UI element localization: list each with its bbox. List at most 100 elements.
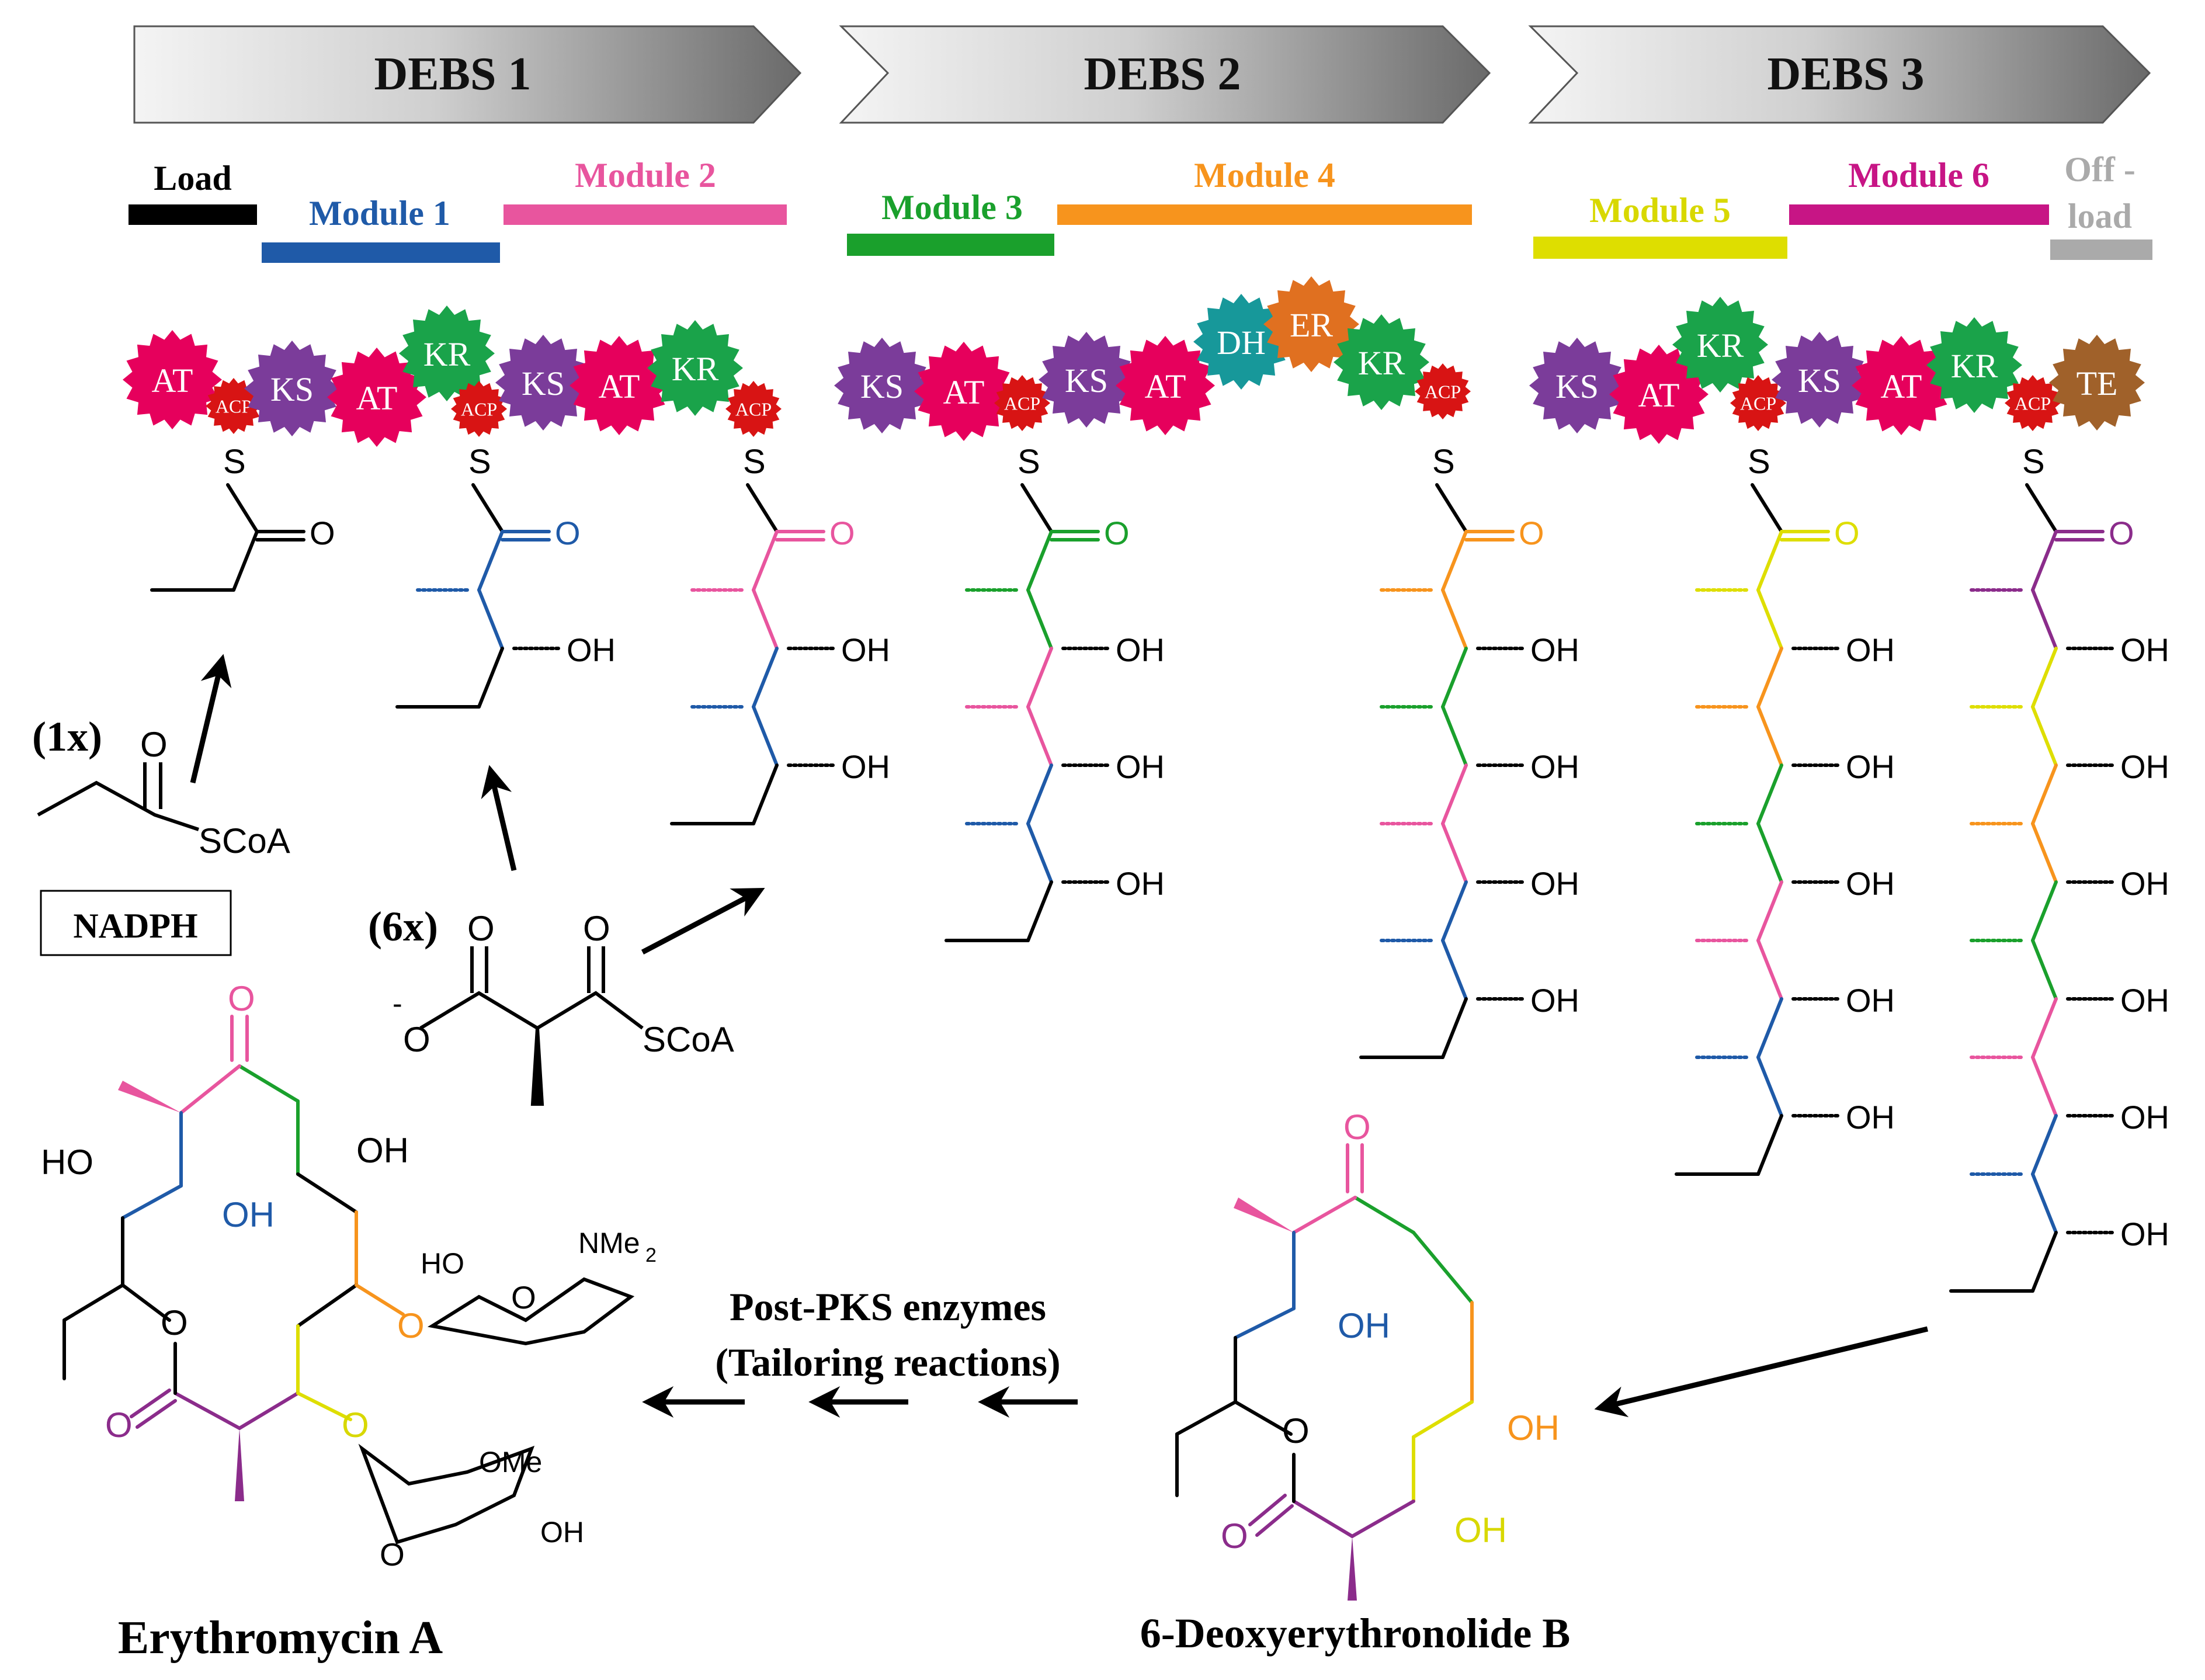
arrow-mod2 [641,887,765,954]
domain-star [123,330,222,429]
domain-star [451,381,507,437]
module-4-label: Module 4 [1194,156,1335,195]
offload-bar [2050,239,2152,260]
domain-label: KS [1555,367,1599,405]
ery-ho: HO [41,1143,93,1182]
module-3: Module 3 [847,188,1054,256]
ery-o-top: O [228,979,255,1018]
domain-acp-12: ACP [994,375,1050,431]
module-5-bar [1533,237,1787,259]
mm-minus: - [393,987,402,1020]
domain-label: ACP [1425,381,1461,402]
polyketide-chains: SOSOOHSOOHOHSOOHOHOHSOOHOHOHOHSOOHOHOHOH… [150,443,2169,1293]
domain-acp-1: ACP [206,378,262,434]
domain-label: KR [1697,327,1744,365]
ery-o-orange: O [397,1306,425,1345]
domain-ks-2: KS [244,341,340,436]
offload-label-1: Off - [2064,150,2135,189]
six-x-label: (6x) [368,903,438,950]
domain-ks-6: KS [495,335,591,431]
domain-star [834,338,930,433]
domain-acp-5: ACP [451,381,507,437]
methylmalonyl-coa: (6x) O O - O SCoA [368,903,734,1106]
domain-label: ER [1290,306,1333,344]
domain-dh-15: DH [1193,294,1289,390]
arrow-mod1 [481,765,517,872]
chain-atom: OH [1846,631,1895,668]
module-5-label: Module 5 [1589,191,1731,230]
domain-acp-26: ACP [2005,375,2061,431]
domain-acp-9: ACP [725,381,782,437]
mm-scoa: SCoA [643,1020,734,1059]
domain-label: KS [860,367,904,405]
deb-structure [1175,1143,1474,1601]
chain-atom: OH [841,631,890,668]
chain-atom: O [1519,515,1544,551]
chain-atom: OH [1116,748,1165,785]
propionyl-scoa: SCoA [199,821,290,860]
domain-star [1116,336,1215,435]
domain-label: AT [943,373,985,411]
chain-atom: OH [1116,631,1165,668]
domain-ks-23: KS [1772,332,1867,428]
module-6: Module 6 [1789,156,2049,225]
deb-o-ring: O [1282,1411,1310,1450]
ery-sugar-oh: OH [540,1516,584,1549]
domain-at-3: AT [327,348,426,447]
ery-sugar-o2: O [380,1536,405,1573]
domain-label: ACP [735,399,772,420]
module-load-label: Load [154,159,231,197]
domain-star [914,342,1013,441]
domain-label: AT [1145,367,1186,405]
domain-label: ACP [461,399,497,420]
domain-star [1039,332,1134,428]
chain-atom: OH [841,748,890,785]
debs3-banner: DEBS 3 [1528,25,2151,124]
domain-star [725,381,782,437]
domain-star [994,375,1050,431]
module-2-label: Module 2 [575,156,716,195]
domain-at-14: AT [1116,336,1215,435]
domain-star [1852,336,1951,435]
chain-atom: OH [1530,631,1579,668]
chain-atom: OH [1530,865,1579,902]
domain-kr-25: KR [1926,317,2022,413]
module-6-bar [1789,204,2049,225]
deb-oh-3: OH [1454,1511,1507,1550]
debs3-label: DEBS 3 [1768,48,1925,100]
chain-1: SO [150,443,335,592]
chain-atom: OH [1846,748,1895,785]
chain-atom: OH [1530,982,1579,1019]
deb-oh-1: OH [1338,1306,1390,1345]
domain-star [495,335,591,431]
domain-label: ACP [216,396,252,417]
domain-star [206,378,262,434]
sulfur-label: S [2022,443,2045,481]
domain-label: AT [1881,367,1922,405]
domain-star [1529,338,1625,433]
chain-atom: OH [1846,982,1895,1019]
module-3-label: Module 3 [881,188,1023,227]
domain-at-20: AT [1609,345,1709,444]
domain-label: DH [1217,324,1266,362]
one-x-label: (1x) [32,713,102,760]
debs2-label: DEBS 2 [1084,48,1241,100]
module-2-bar [503,204,787,225]
domain-at-7: AT [570,336,669,435]
domain-label: AT [599,367,640,405]
domain-label: AT [356,379,398,417]
mm-o3: O [403,1020,430,1059]
module-3-bar [847,234,1054,256]
chain-atom: OH [1530,748,1579,785]
module-offload: Off - load [2050,150,2152,260]
domain-kr-21: KR [1672,297,1768,393]
domain-label: KR [1951,347,1998,385]
domain-star [1263,276,1359,372]
sulfur-label: S [468,443,491,481]
sulfur-label: S [743,443,766,481]
domain-star [1926,317,2022,413]
ery-nme: NMe [578,1227,640,1259]
